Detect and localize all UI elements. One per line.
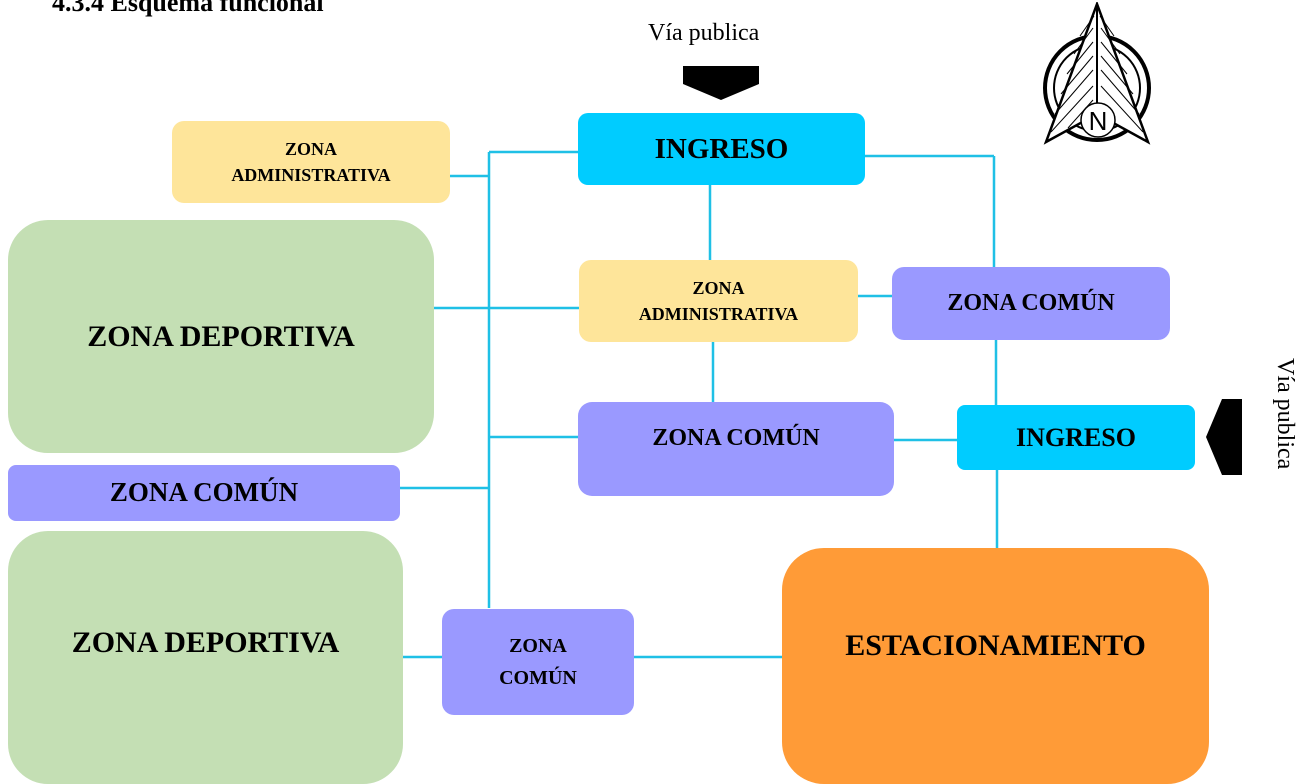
estacionamiento: ESTACIONAMIENTO — [782, 548, 1209, 784]
north-compass-icon: N — [1043, 2, 1151, 145]
box-label: ZONA DEPORTIVA — [71, 625, 340, 659]
box-label: ZONA DEPORTIVA — [87, 319, 355, 353]
box-label: ZONA — [284, 138, 337, 159]
box-label: ZONA — [692, 277, 745, 298]
box-label: INGRESO — [654, 132, 789, 165]
zona-deportiva-bottom: ZONA DEPORTIVA — [8, 531, 403, 784]
compass-letter: N — [1089, 106, 1108, 136]
zona-comun-left: ZONA COMÚN — [8, 465, 400, 521]
ingreso-right: INGRESO — [957, 405, 1195, 470]
road-label-top: Vía publica — [648, 20, 760, 46]
zona-administrativa-top-left: ZONA ADMINISTRATIVA — [172, 121, 450, 203]
zona-deportiva-top: ZONA DEPORTIVA — [8, 220, 434, 453]
box-label: ZONA COMÚN — [109, 477, 299, 508]
zona-comun-right: ZONA COMÚN — [892, 267, 1170, 340]
box-label: ZONA — [509, 635, 567, 657]
section-heading: 4.3.4 Esquema funcional — [52, 0, 324, 17]
box-label: ZONA COMÚN — [947, 290, 1115, 317]
box-label: COMÚN — [499, 667, 577, 689]
box-label: ESTACIONAMIENTO — [845, 629, 1146, 663]
box-label: INGRESO — [1016, 422, 1136, 452]
entry-arrow-top-icon — [683, 66, 759, 100]
box-label: ADMINISTRATIVA — [231, 165, 391, 185]
ingreso-top: INGRESO — [578, 113, 865, 185]
zona-administrativa-center: ZONA ADMINISTRATIVA — [579, 260, 858, 342]
zona-comun-small: ZONA COMÚN — [442, 609, 634, 715]
entry-arrow-right-icon — [1206, 399, 1242, 475]
box-label: ADMINISTRATIVA — [638, 304, 799, 324]
box-label: ZONA COMÚN — [652, 424, 820, 451]
zona-comun-center: ZONA COMÚN — [578, 402, 894, 496]
